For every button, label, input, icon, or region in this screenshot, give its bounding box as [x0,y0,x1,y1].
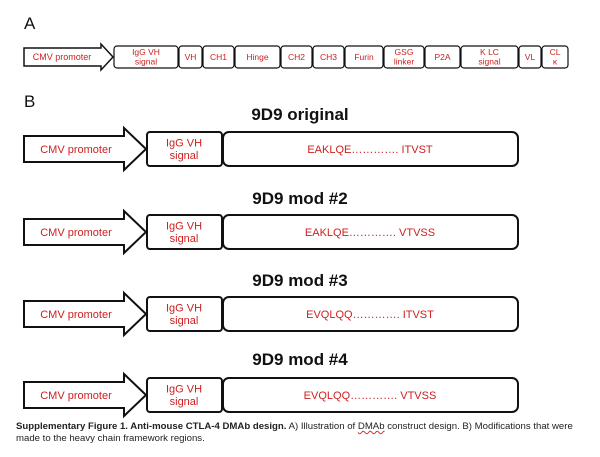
segment-label-ch3-line: CH3 [320,52,337,62]
segment-label-ch2: CH2 [288,52,305,62]
caption-title: Supplementary Figure 1. Anti-mouse CTLA-… [16,421,287,432]
signal-label-line: IgG VH [166,221,202,233]
segment-label-vl: VL [525,52,536,62]
promoter-arrow [23,42,115,72]
promoter-label: CMV promoter [40,144,112,156]
signal-label-line: IgG VH [166,138,202,150]
promoter-arrow [23,290,148,338]
caption-dmab: DMAb [357,421,385,432]
segment-label-k-lc-signal-line: signal [478,57,500,67]
variable-region-box [222,214,519,250]
segment-box-igg-vh-signal [113,45,179,69]
caption-text-2: construct design. B) Modifications that … [16,421,573,444]
signal-label-line: IgG VH [166,384,202,396]
segment-box-vh [178,45,203,69]
segment-label-furin: Furin [354,52,374,62]
segment-box-ch2 [280,45,313,69]
signal-label-line: signal [170,233,199,245]
segment-label-gsg-linker-line: linker [394,57,414,67]
segment-label-vh-line: VH [185,52,197,62]
segment-label-ch3: CH3 [320,52,337,62]
segment-label-p2a-line: P2A [434,52,450,62]
segment-box-k-lc-signal [460,45,519,69]
promoter-arrow [23,208,148,256]
segment-label-ch1: CH1 [210,52,227,62]
construct-title: 9D9 mod #3 [252,271,347,290]
segment-label-ch1-line: CH1 [210,52,227,62]
signal-label-line: signal [170,396,199,408]
sequence-label: EVQLQQ…………. VTVSS [304,390,437,402]
signal-label-line: signal [170,150,199,162]
construct-title: 9D9 original [251,105,348,124]
segment-label-cl-k-line: CL [550,47,561,57]
segment-box-gsg-linker [383,45,425,69]
segment-label-hinge-line: Hinge [246,52,268,62]
segment-label-ch2-line: CH2 [288,52,305,62]
sequence-label: EVQLQQ…………. ITVST [306,309,434,321]
promoter-label: CMV promoter [40,227,112,239]
segment-box-hinge [234,45,281,69]
segment-box-ch1 [202,45,235,69]
segment-label-vl-line: VL [525,52,536,62]
panel-b-label: B [24,92,36,111]
variable-region-box [222,296,519,332]
promoter-label: CMV promoter [40,390,112,402]
segment-label-igg-vh-signal-line: signal [135,57,157,67]
sequence-label: EAKLQE…………. VTVSS [305,227,435,239]
promoter-arrow [23,125,148,173]
segment-label-cmv: CMV promoter [33,52,92,62]
segment-label-cl-k-line: κ [553,57,558,67]
segment-box-p2a [424,45,461,69]
panel-a-label: A [24,14,36,33]
signal-label-line: IgG VH [166,303,202,315]
sequence-label: EAKLQE…………. ITVST [307,144,433,156]
segment-box-furin [344,45,384,69]
segment-box-ch3 [312,45,345,69]
signal-label-line: signal [170,315,199,327]
segment-label-hinge: Hinge [246,52,268,62]
promoter-arrow [23,371,148,419]
promoter-label: CMV promoter [40,309,112,321]
segment-label-k-lc-signal-line: K LC [480,47,499,57]
construct-title: 9D9 mod #4 [252,350,348,369]
segment-label-cmv-line: CMV promoter [33,52,92,62]
segment-box-cl-k [541,45,569,69]
variable-region-box [222,377,519,413]
segment-label-p2a: P2A [434,52,450,62]
construct-title: 9D9 mod #2 [252,189,347,208]
segment-label-igg-vh-signal-line: IgG VH [132,47,160,57]
segment-label-gsg-linker-line: GSG [395,47,414,57]
variable-region-box [222,131,519,167]
segment-label-vh: VH [185,52,197,62]
caption-text-1: A) Illustration of [286,421,358,432]
figure-caption: Supplementary Figure 1. Anti-mouse CTLA-… [16,421,591,445]
segment-label-furin-line: Furin [354,52,374,62]
segment-box-vl [518,45,542,69]
